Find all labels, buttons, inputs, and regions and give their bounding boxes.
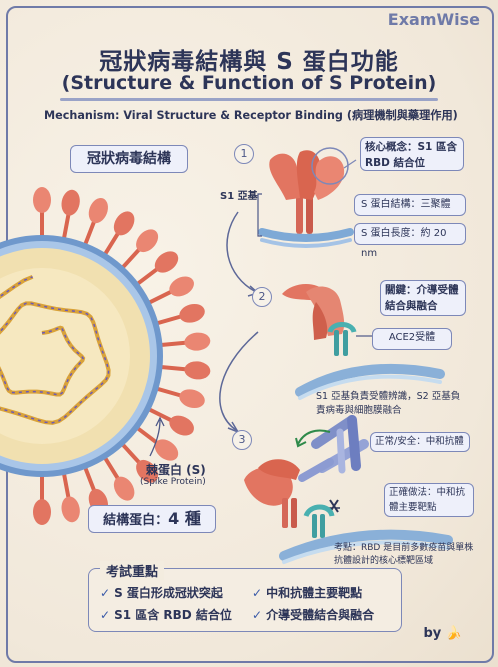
spike-head [61, 189, 80, 216]
spike-head [61, 496, 80, 523]
nucleocapsid [0, 276, 110, 424]
exam-points-title: 考試重點 [100, 561, 165, 580]
s1-subunit-label: S1 亞基 [220, 191, 258, 202]
s1-s2-note: S1 亞基負責受體辨識，S2 亞基負責病毒與細胞膜融合 [316, 391, 461, 416]
spike-head [136, 459, 159, 483]
correct-approach-text: 正確做法：中和抗體主要靶點 [389, 487, 466, 513]
subtitle-underline [60, 98, 438, 101]
correct-approach-box: 正確做法：中和抗體主要靶點 [384, 483, 474, 517]
structural-proteins-count: 4 種 [168, 509, 201, 528]
exam-point-item: ✓S1 區含 RBD 結合位 [100, 606, 232, 623]
spike-head [33, 187, 51, 213]
ace2-receptor-text: ACE2受體 [388, 332, 436, 343]
s-protein-length-box: S 蛋白長度：約 20 nm [354, 223, 466, 259]
spike-head [113, 476, 135, 501]
check-icon: ✓ [252, 586, 263, 600]
exam-point-text: S 蛋白形成冠狀突起 [114, 586, 223, 600]
exam-point-item: ✓中和抗體主要靶點 [252, 584, 362, 601]
step1-spike-trimer [257, 147, 357, 248]
spike-label: 棘蛋白 (S) [146, 461, 206, 478]
spike-head [179, 303, 205, 323]
step3-antibody-neutralization [244, 415, 453, 564]
exam-point-text: 中和抗體主要靶點 [266, 586, 363, 600]
core-concept-text: 核心概念：S1 區含 RBD 結合位 [365, 141, 458, 169]
normal-safe-box: 正常/安全：中和抗體 [370, 432, 470, 452]
key-mechanism-box: 關鍵：介導受體結合與融合 [380, 280, 466, 316]
check-icon: ✓ [100, 608, 111, 622]
key-mechanism-text: 關鍵：介導受體結合與融合 [385, 284, 459, 312]
s-protein-structure-box: S 蛋白結構：三聚體 [354, 194, 466, 216]
virus-structure-label: 冠狀病毒結構 [70, 145, 188, 173]
structural-proteins-label: 結構蛋白： [103, 513, 169, 528]
exam-point-item: ✓介導受體結合與融合 [252, 606, 374, 623]
viral-core [0, 268, 130, 444]
spike-head [169, 276, 194, 297]
s-protein-length-text: S 蛋白長度：約 20 nm [361, 228, 447, 259]
exam-point-note: 考點：RBD 是目前多數疫苗與單株抗體設計的核心標靶區域 [334, 543, 474, 566]
ace2-receptor-box: ACE2受體 [372, 328, 452, 350]
spike-head [184, 361, 211, 380]
spike-label-text: 棘蛋白 (S) [146, 463, 206, 477]
spike-head [154, 439, 179, 461]
spike-head [179, 389, 205, 409]
check-icon: ✓ [100, 586, 111, 600]
exam-point-text: S1 區含 RBD 結合位 [114, 608, 232, 622]
step-1-badge: 1 [234, 144, 254, 164]
spike-head [169, 415, 194, 436]
footer-credit: by 🍌 [424, 626, 463, 641]
spike-head [136, 229, 159, 253]
step-2-badge: 2 [252, 287, 272, 307]
exam-point-item: ✓S 蛋白形成冠狀突起 [100, 584, 223, 601]
s-protein-structure-text: S 蛋白結構：三聚體 [361, 199, 451, 210]
footer-by-text: by [423, 626, 442, 641]
spike-head [33, 499, 51, 525]
spike-label-en: (Spike Protein) [140, 477, 206, 487]
page-title: 冠狀病毒結構與 S 蛋白功能 [99, 49, 399, 75]
step-3-badge: 3 [232, 430, 252, 450]
banana-icon: 🍌 [445, 626, 462, 641]
page-subtitle: (Structure & Function of S Protein) [61, 72, 437, 94]
spike-head [154, 251, 179, 273]
spike-head [113, 211, 135, 236]
exam-point-text: 介導受體結合與融合 [266, 608, 375, 622]
brand-logo: ExamWise [387, 10, 480, 29]
virus-particle [0, 187, 211, 525]
core-concept-box: 核心概念：S1 區含 RBD 結合位 [360, 137, 464, 171]
virus-structure-label-text: 冠狀病毒結構 [87, 151, 171, 167]
spike-head [88, 197, 108, 224]
structural-proteins-box: 結構蛋白：4 種 [88, 505, 216, 533]
spike-head [184, 332, 211, 351]
step2-spike-binding [282, 283, 445, 400]
check-icon: ✓ [252, 608, 263, 622]
mechanism-line: Mechanism: Viral Structure & Receptor Bi… [44, 109, 458, 122]
normal-safe-text: 正常/安全：中和抗體 [375, 436, 464, 447]
